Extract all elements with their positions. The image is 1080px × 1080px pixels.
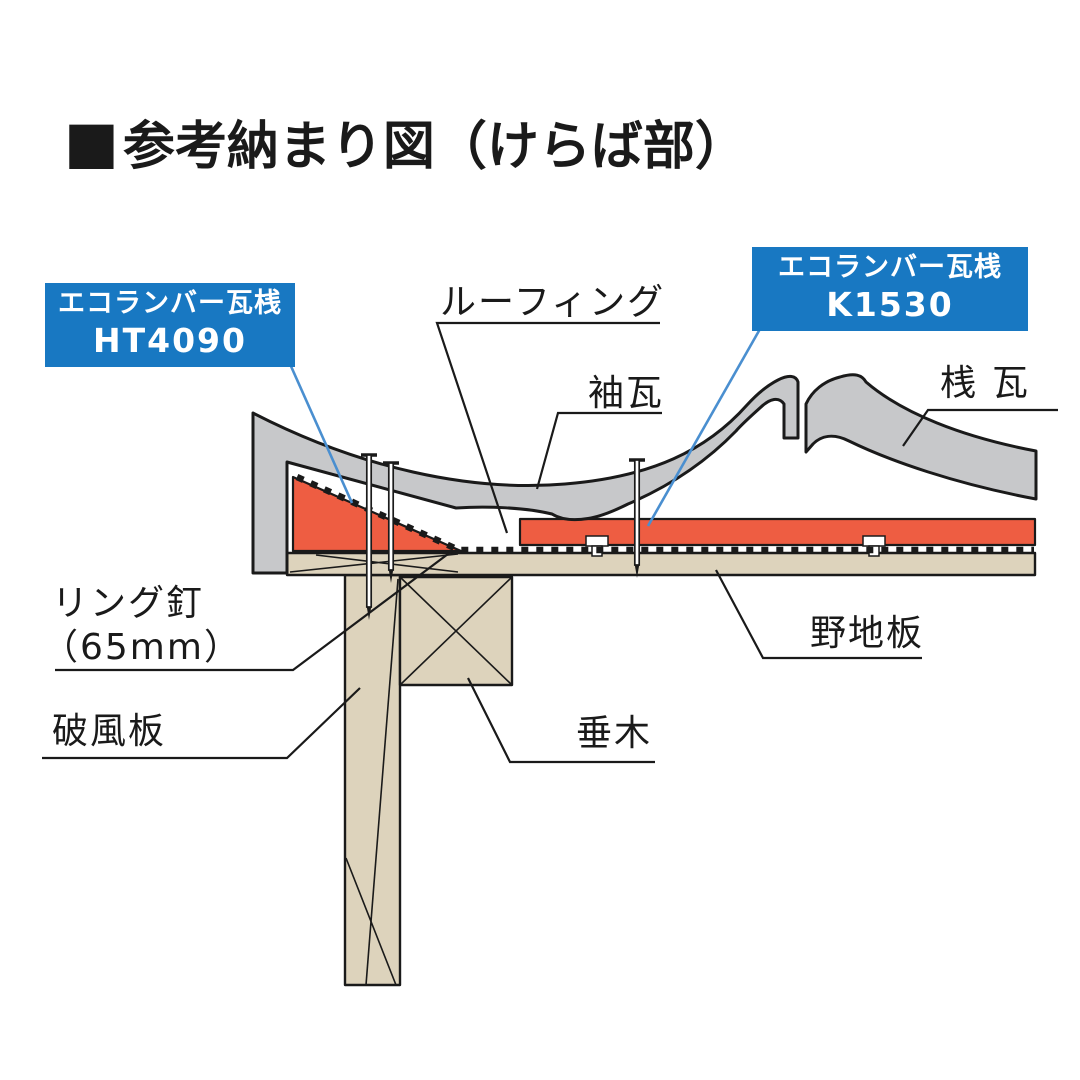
label-rafter: 垂木 <box>576 713 653 754</box>
sheathing-leader-line <box>715 569 922 660</box>
ring-nail-size: （65mm） <box>42 626 242 668</box>
batten-notch <box>862 535 886 557</box>
label-bargeboard: 破風板 <box>52 711 167 752</box>
rafter-cross-brace-lines <box>399 576 513 686</box>
callout-ht4090: エコランバー瓦桟 HT4090 <box>45 283 295 367</box>
label-roofing: ルーフィング <box>440 282 666 323</box>
bargeboard-grain-line <box>345 857 397 986</box>
bargeboard-shape <box>343 573 402 987</box>
sheathing-joint-lines <box>289 553 459 573</box>
sleeve-tile-shape <box>251 375 800 575</box>
ht4090-wedge-shape <box>291 475 463 553</box>
sheathing-board-shape <box>285 551 1037 577</box>
bargeboard-grain-line <box>365 578 399 986</box>
pan-tile-leader-line <box>902 408 1058 447</box>
ring-nail-leader-line <box>55 550 453 672</box>
ring-nail-middle <box>383 461 399 583</box>
label-ring-nail: リング釘 （65mm） <box>42 582 242 670</box>
label-pan-tile: 桟瓦 <box>940 363 1045 404</box>
rafter-leader-line <box>467 677 655 764</box>
bargeboard-leader-line <box>42 687 361 760</box>
k1530-product-name: エコランバー瓦桟 <box>778 252 1002 284</box>
roofing-leader-line <box>435 321 660 534</box>
ht4090-leader-line <box>288 363 354 504</box>
k1530-model-number: K1530 <box>826 285 954 325</box>
k1530-leader-line <box>646 328 762 527</box>
sleeve-tile-leader-line <box>535 411 662 490</box>
title-block: ■ 参考納まり図（けらば部） <box>64 104 747 179</box>
ht4090-model-number: HT4090 <box>93 321 247 361</box>
pan-tile-shape <box>804 373 1038 501</box>
roofing-dashed-line <box>295 474 1034 554</box>
label-sheathing: 野地板 <box>810 613 925 654</box>
page-title: 参考納まり図（けらば部） <box>122 117 747 177</box>
ring-nail-name: リング釘 <box>52 583 205 624</box>
label-sleeve-tile: 袖瓦 <box>588 373 665 414</box>
callout-k1530: エコランバー瓦桟 K1530 <box>752 247 1028 331</box>
ht4090-product-name: エコランバー瓦桟 <box>58 288 282 320</box>
ring-nail-right <box>629 458 645 578</box>
title-square-marker: ■ <box>64 107 119 176</box>
